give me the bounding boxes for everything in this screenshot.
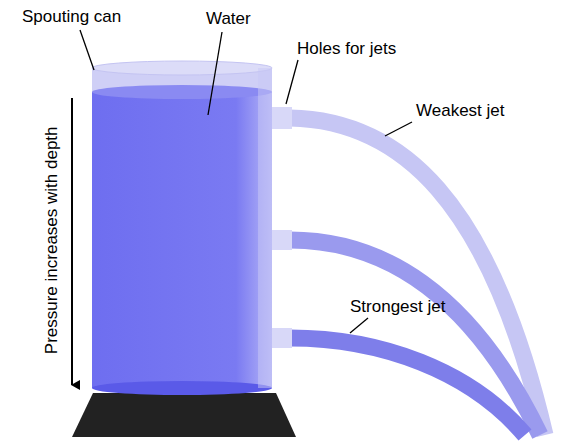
part-label: Holes for jets — [297, 40, 396, 59]
nozzle — [272, 328, 292, 348]
base — [72, 393, 296, 437]
nozzle — [272, 107, 292, 129]
water — [92, 92, 272, 388]
water-surface — [92, 85, 272, 99]
weak-jet — [290, 118, 545, 435]
leader-line — [208, 32, 222, 115]
leader-line — [286, 60, 298, 104]
axis-label: Pressure increases with depth — [43, 126, 62, 354]
part-label: Spouting can — [22, 8, 121, 27]
depth-arrow — [71, 98, 73, 385]
can-rim — [92, 61, 272, 75]
middle-jet — [290, 240, 540, 435]
strong-jet — [290, 338, 525, 435]
part-label: Water — [206, 10, 251, 29]
part-label: Weakest jet — [416, 102, 505, 121]
nozzle — [272, 230, 292, 250]
can-bottom — [92, 381, 272, 395]
can-wall — [258, 68, 272, 388]
leader-line — [350, 318, 368, 333]
leader-line — [80, 30, 94, 70]
leader-line — [385, 122, 412, 136]
part-label: Strongest jet — [350, 298, 445, 317]
